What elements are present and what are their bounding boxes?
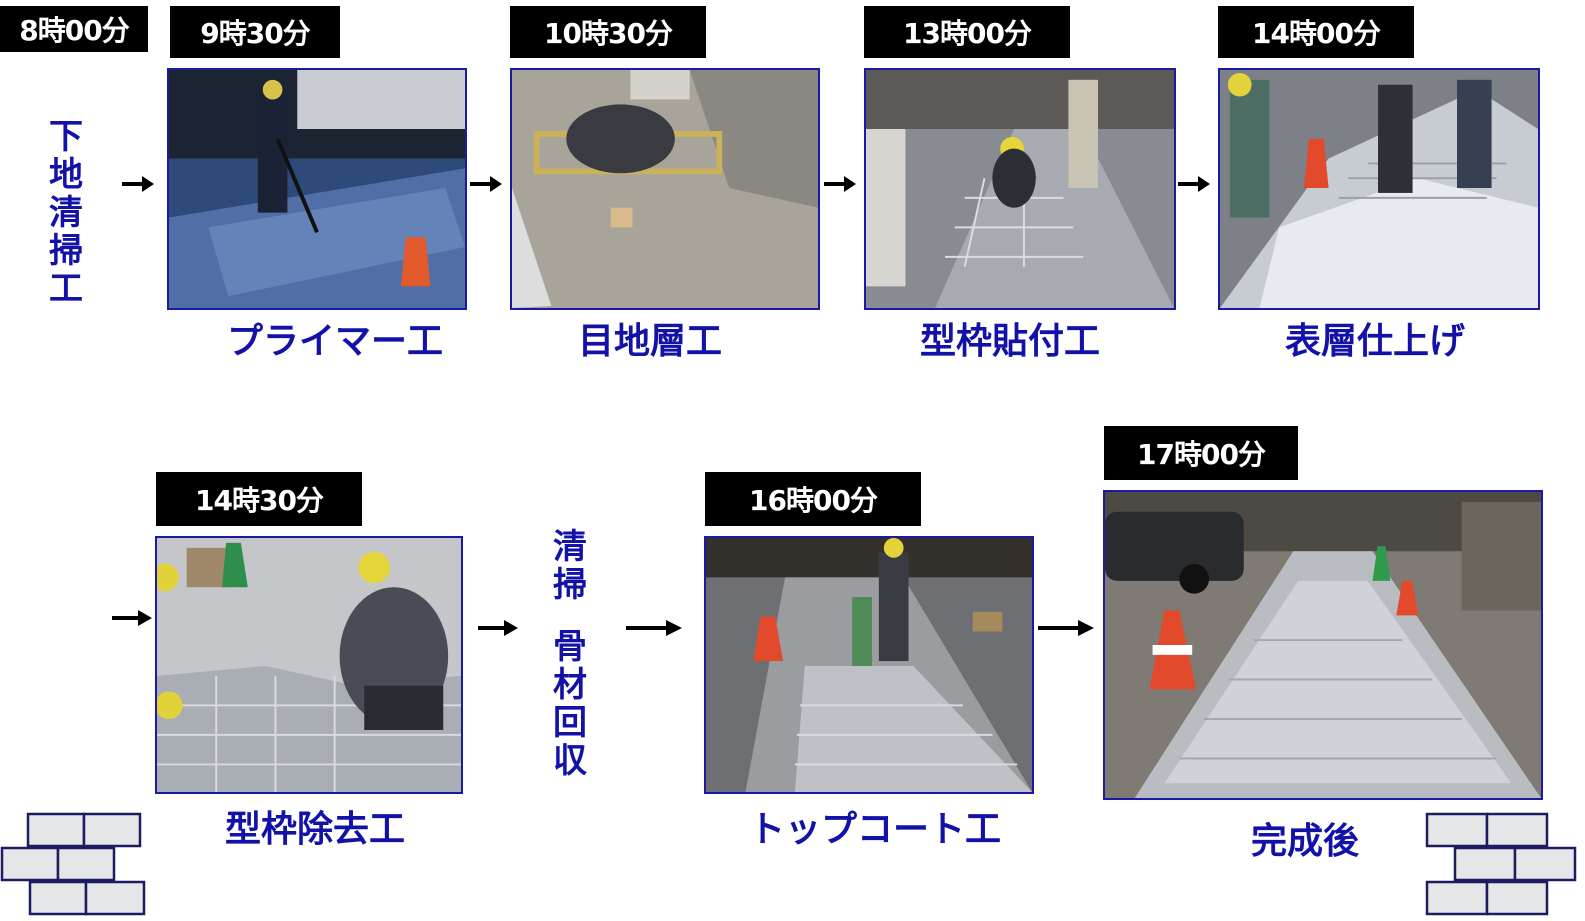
photo-completed (1103, 490, 1543, 800)
photo-surface-finish (1218, 68, 1540, 310)
time-label-step2: 9時30分 (170, 6, 340, 58)
time-label-step4: 13時00分 (864, 6, 1070, 58)
arrow-right-icon (122, 176, 154, 192)
step6-caption: 型枠除去工 (224, 809, 405, 850)
photo-formwork-attach (864, 68, 1176, 310)
time-label-step5: 14時00分 (1218, 6, 1414, 58)
arrow-right-icon (478, 620, 518, 636)
step4-caption: 型枠貼付工 (919, 321, 1100, 362)
step3-caption: 目地層工 (577, 321, 722, 362)
arrow-right-icon (470, 176, 502, 192)
photo-topcoat-work (704, 536, 1034, 794)
photo-joint-layer-work (510, 68, 820, 310)
step5-caption: 表層仕上げ (1284, 321, 1465, 362)
step1-label: 下地清掃工 (49, 117, 83, 309)
arrow-right-icon (626, 620, 682, 636)
time-label-step3: 10時30分 (510, 6, 706, 58)
time-label-step9: 17時00分 (1104, 426, 1298, 480)
photo-formwork-removal (155, 536, 463, 794)
photo-primer-work (167, 68, 467, 310)
arrow-right-icon (1178, 176, 1210, 192)
step2-caption: プライマー工 (226, 321, 443, 362)
brick-wall-icon (0, 812, 146, 916)
aggregate-recovery-label: 骨材回収 (553, 627, 587, 781)
time-label-step1: 8時00分 (0, 6, 148, 52)
cleaning-label: 清掃 (553, 527, 587, 605)
arrow-right-icon (824, 176, 856, 192)
time-label-step6: 14時30分 (156, 472, 362, 526)
time-label-step8: 16時00分 (705, 472, 921, 526)
step8-caption: トップコート工 (748, 809, 1001, 850)
step9-caption: 完成後 (1250, 821, 1359, 862)
arrow-right-icon (112, 610, 152, 626)
arrow-right-icon (1038, 620, 1094, 636)
brick-wall-icon (1425, 812, 1577, 916)
